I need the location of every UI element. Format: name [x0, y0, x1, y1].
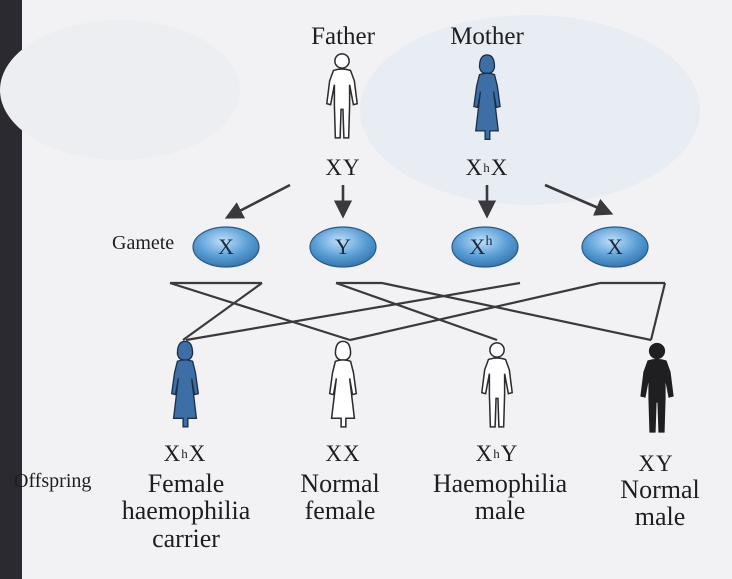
offspring-genotype-base: X — [164, 441, 182, 466]
offspring-genotype-3: XY — [638, 452, 673, 476]
gamete-label-0: X — [218, 234, 234, 259]
offspring-figure-carrier-female — [172, 341, 199, 427]
gamete-row: X Y Xh X — [193, 227, 648, 267]
offspring-genotype-tail: Y — [501, 441, 519, 466]
cross-line — [170, 283, 350, 340]
father-figure — [327, 54, 357, 138]
mother-genotype: XhX — [466, 156, 509, 180]
mother-genotype-base: X — [466, 155, 484, 180]
offspring-genotype-base: XX — [325, 441, 360, 466]
offspring-genotype-sup: h — [181, 446, 189, 461]
cross-line — [382, 283, 651, 340]
offspring-genotype-1: XX — [325, 442, 360, 466]
background-tint — [0, 20, 240, 160]
offspring-description-2: Haemophilia male — [433, 470, 567, 525]
gamete-label-1: Y — [335, 234, 351, 259]
mother-label: Mother — [450, 24, 524, 50]
father-genotype-text: XY — [325, 155, 360, 180]
arrow-father-to-x — [228, 185, 290, 217]
offspring-description-1: Normal female — [300, 470, 379, 525]
cross-lines — [170, 283, 665, 340]
offspring-genotype-base: XY — [638, 451, 673, 476]
offspring-figure-haemophilia-male — [482, 343, 512, 427]
gamete-row-label: Gamete — [112, 232, 174, 255]
offspring-genotype-0: XhX — [164, 442, 207, 466]
background-tint — [360, 15, 700, 205]
mother-genotype-tail: X — [491, 155, 509, 180]
offspring-description-3: Normal male — [620, 476, 699, 531]
offspring-row-label: Offspring — [14, 470, 91, 493]
offspring-genotype-base: X — [476, 441, 494, 466]
cross-line — [651, 283, 665, 340]
offspring-genotype-sup: h — [493, 446, 501, 461]
gamete-label-3: X — [607, 234, 623, 259]
offspring-figure-normal-male — [641, 344, 673, 433]
offspring-figure-normal-female — [330, 341, 357, 427]
father-label: Father — [311, 24, 375, 50]
offspring-description-0: Female haemophilia carrier — [122, 470, 251, 552]
mother-genotype-sup: h — [483, 160, 491, 175]
father-genotype: XY — [325, 156, 360, 180]
offspring-genotype-tail: X — [189, 441, 207, 466]
offspring-genotype-2: XhY — [476, 442, 519, 466]
